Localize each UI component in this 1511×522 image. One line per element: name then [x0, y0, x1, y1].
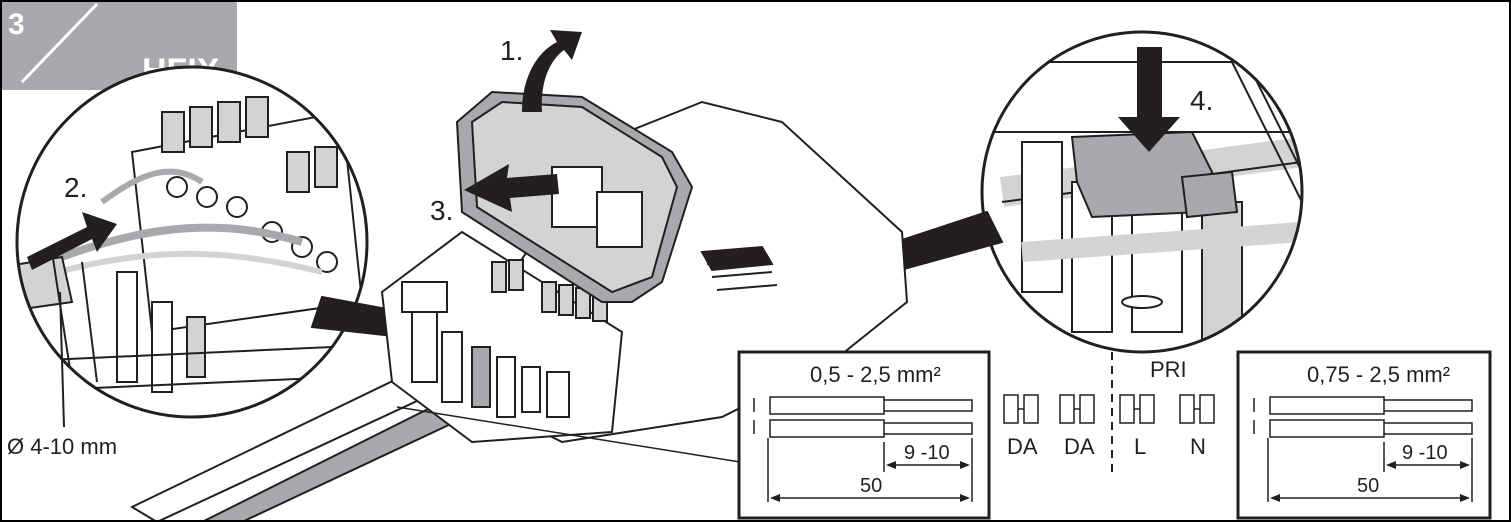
arrows — [27, 30, 582, 270]
terminal-legend: PRI DA DA L N — [1003, 352, 1215, 478]
wire-spec-box-right: 0,75 - 2,5 mm² 9 -10 50 — [1236, 350, 1492, 520]
right-detail-zoom — [980, 30, 1304, 354]
sheath-length-right: 50 — [1357, 475, 1379, 497]
step-2-label: 2. — [64, 172, 87, 203]
wire-spec-box-left: 0,5 - 2,5 mm² 9 -10 50 — [737, 350, 991, 520]
terminal-label-da2: DA — [1064, 434, 1095, 459]
strip-length-left: 9 -10 — [904, 442, 950, 464]
primary-label: PRI — [1150, 357, 1187, 382]
sheath-length-left: 50 — [860, 475, 882, 497]
cable-diameter-label: Ø 4-10 mm — [7, 434, 117, 459]
wire-spec-leader — [396, 406, 741, 463]
terminal-label-l: L — [1134, 434, 1146, 459]
strip-length-right: 9 -10 — [1402, 442, 1448, 464]
step-1-label: 1. — [500, 35, 523, 66]
step-3-label: 3. — [430, 195, 453, 226]
arrow-down-icon — [1118, 47, 1180, 152]
terminal-label-n: N — [1190, 434, 1206, 459]
badge-divider — [20, 2, 99, 84]
terminal-label-da1: DA — [1007, 434, 1038, 459]
wire-cross-section-left: 0,5 - 2,5 mm² — [810, 362, 941, 387]
arrow-up-icon — [522, 30, 582, 112]
diameter-leader — [59, 291, 65, 428]
step-4-label: 4. — [1190, 85, 1213, 116]
wire-cross-section-right: 0,75 - 2,5 mm² — [1307, 362, 1450, 387]
arrow-right-icon — [27, 212, 117, 270]
step-number: 3 — [8, 8, 25, 41]
arrow-left-icon — [464, 164, 559, 212]
